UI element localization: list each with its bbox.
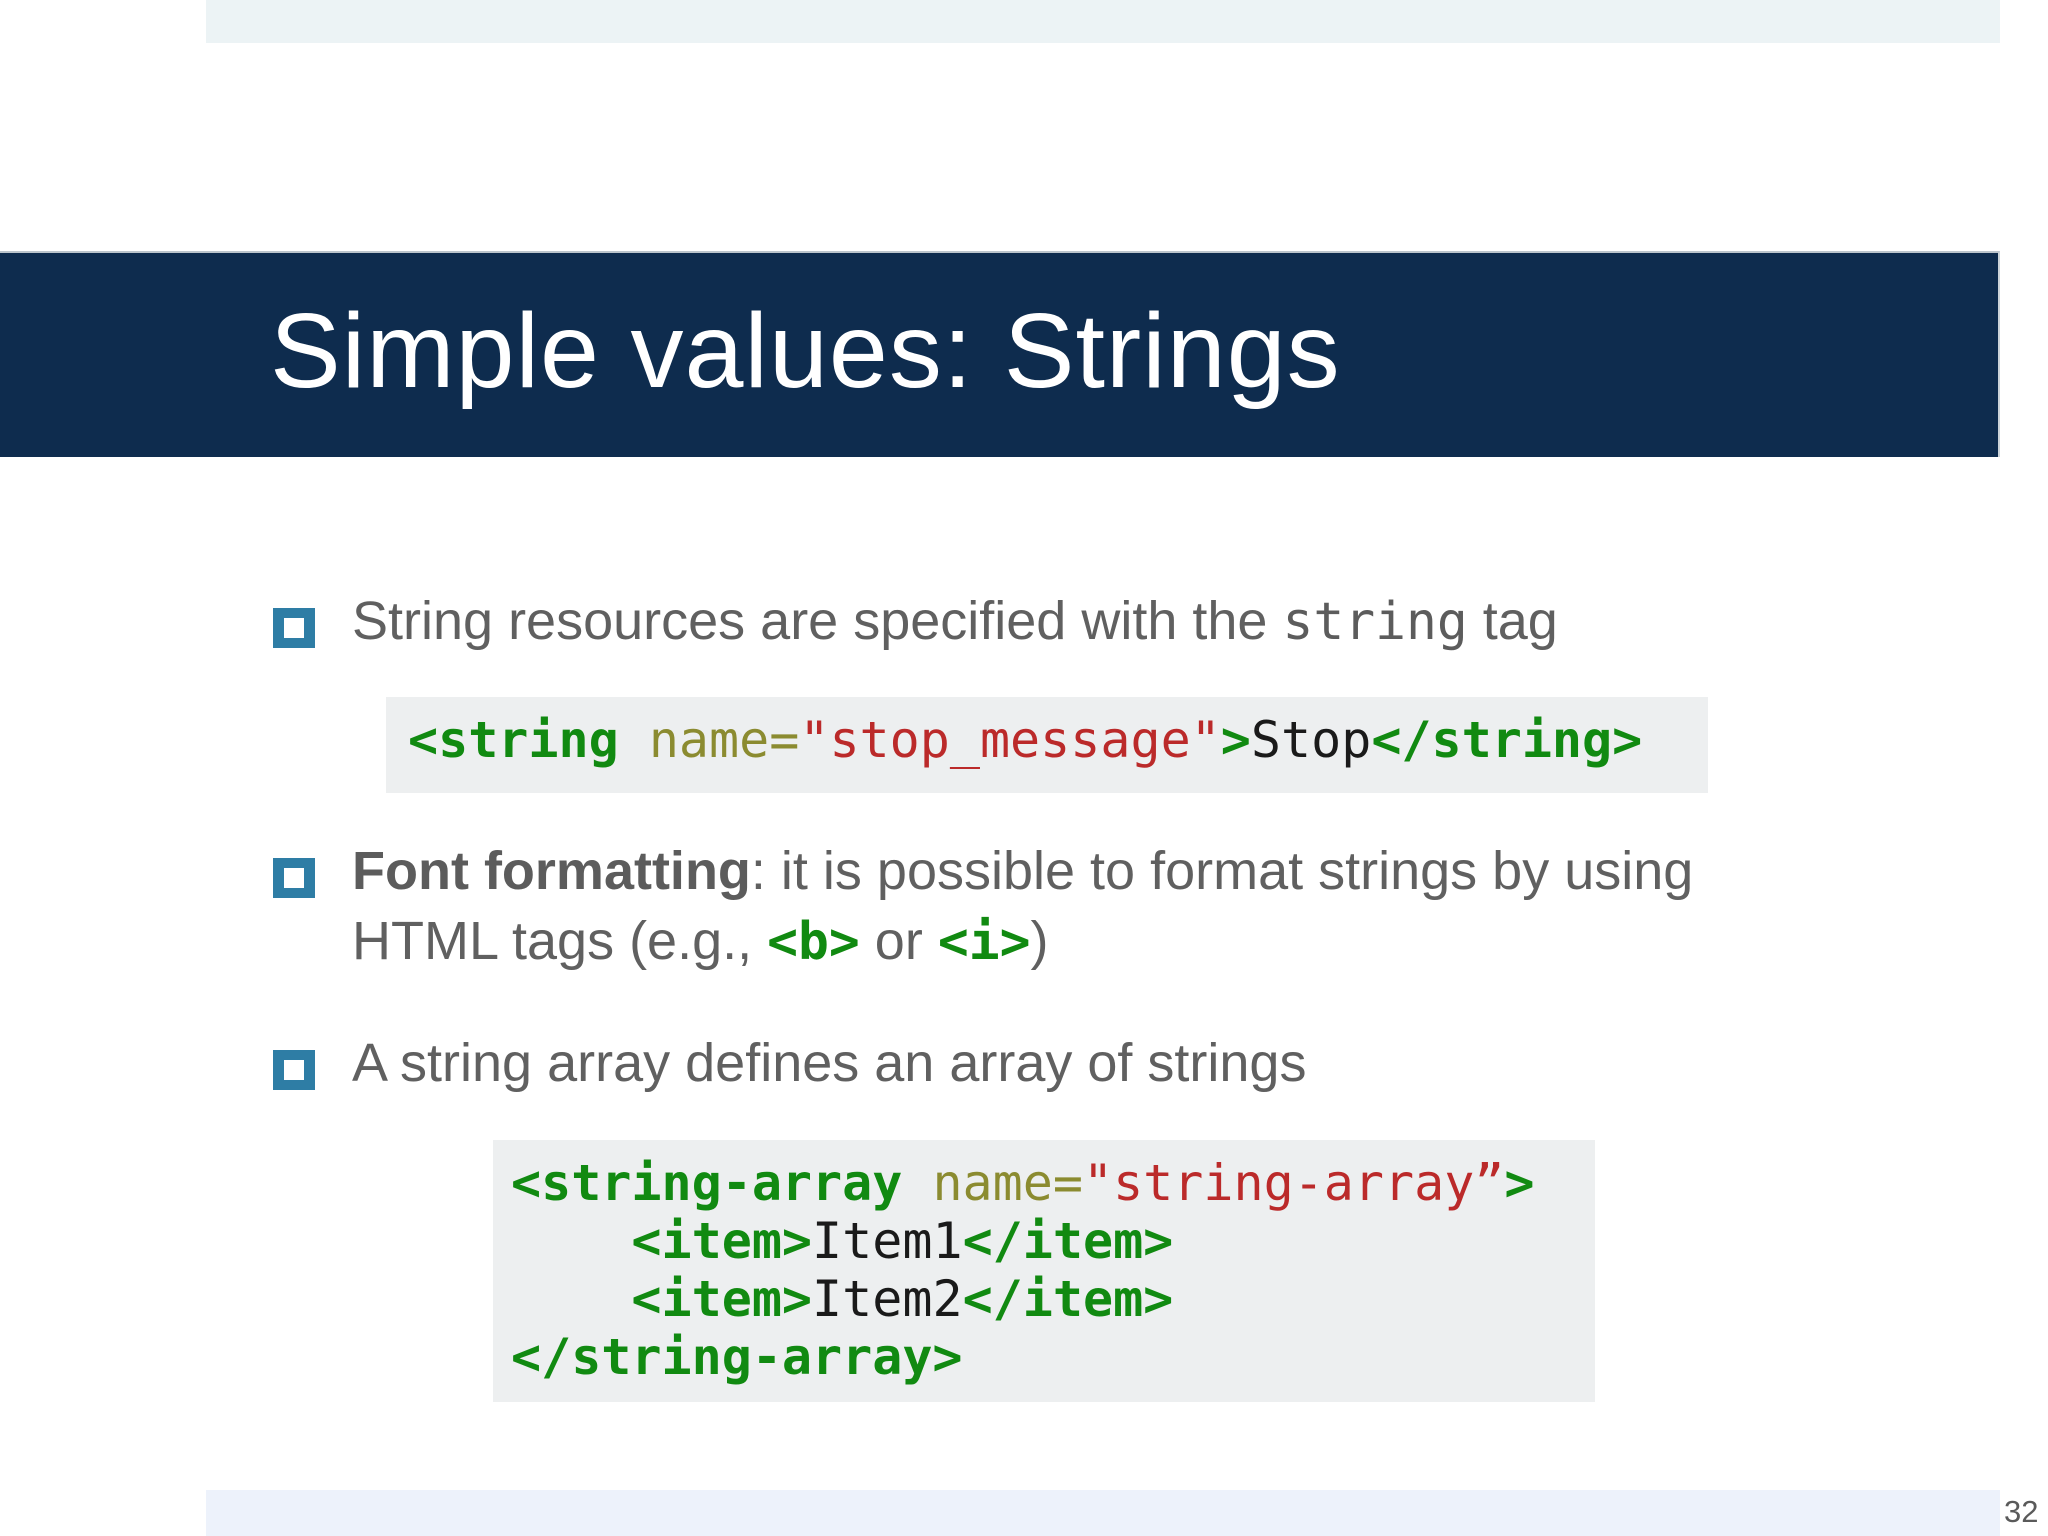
bullet2-line2: HTML tags (e.g., <b> or <i>) — [352, 906, 1693, 977]
bullet-item-string-resources: String resources are specified with the … — [273, 586, 1558, 657]
bullet2-line1: Font formatting: it is possible to forma… — [352, 836, 1693, 906]
code1-close-tag: </string> — [1371, 711, 1643, 769]
code1-gt: > — [1220, 711, 1251, 769]
code1-attr-name: name= — [618, 711, 800, 769]
code2-attr-value: "string-array” — [1082, 1154, 1505, 1212]
bullet2-mid: or — [859, 911, 938, 971]
bullet-text: Font formatting: it is possible to forma… — [352, 836, 1693, 977]
item-close-tag: </item> — [962, 1270, 1174, 1328]
bullet2-rest: : it is possible to format strings by us… — [750, 841, 1694, 901]
code2-gt: > — [1504, 1154, 1535, 1212]
code-snippet-string-tag: <string name="stop_message">Stop</string… — [386, 697, 1708, 793]
bottom-accent-strip — [206, 1490, 2000, 1536]
code2-indent — [511, 1270, 631, 1328]
bullet-square-icon — [273, 1050, 315, 1090]
top-accent-strip — [206, 0, 2000, 43]
code2-line4: </string-array> — [511, 1328, 1595, 1386]
bullet2-line2-pre: HTML tags (e.g., — [352, 911, 768, 971]
code2-line1: <string-array name="string-array”> — [511, 1154, 1595, 1212]
item-open-tag: <item> — [631, 1212, 813, 1270]
bullet-square-icon — [273, 608, 315, 648]
code2-indent — [511, 1212, 631, 1270]
title-band: Simple values: Strings — [0, 251, 2000, 457]
item-open-tag: <item> — [631, 1270, 813, 1328]
item2-text: Item2 — [812, 1270, 963, 1328]
bullet-item-string-array: A string array defines an array of strin… — [273, 1028, 1306, 1098]
code2-attr-name: name= — [902, 1154, 1083, 1212]
code-snippet-string-array: <string-array name="string-array”> <item… — [493, 1140, 1595, 1402]
inline-code-i-tag: <i> — [937, 912, 1031, 972]
code2-close-tag: </string-array> — [511, 1328, 963, 1386]
bullet1-pre: String resources are specified with the — [352, 591, 1283, 651]
code2-line3: <item>Item2</item> — [511, 1270, 1595, 1328]
bullet-text: A string array defines an array of strin… — [352, 1033, 1307, 1093]
bullet-item-font-formatting: Font formatting: it is possible to forma… — [273, 836, 1693, 977]
code2-open-tag: <string-array — [511, 1154, 903, 1212]
item-close-tag: </item> — [962, 1212, 1174, 1270]
code1-open-tag: <string — [408, 711, 619, 769]
code2-line2: <item>Item1</item> — [511, 1212, 1595, 1270]
item1-text: Item1 — [812, 1212, 963, 1270]
inline-code-string: string — [1282, 592, 1468, 652]
inline-code-b-tag: <b> — [767, 912, 860, 972]
bullet2-post: ) — [1030, 911, 1049, 971]
bullet2-bold: Font formatting — [352, 841, 751, 901]
bullet-square-icon — [273, 858, 315, 898]
bullet1-post: tag — [1467, 591, 1558, 651]
code1-text: Stop — [1250, 711, 1372, 769]
page-number: 32 — [2004, 1494, 2039, 1529]
slide-title: Simple values: Strings — [270, 292, 1341, 410]
bullet-text: String resources are specified with the … — [352, 586, 1558, 657]
code1-attr-value: "stop_message" — [799, 711, 1221, 769]
